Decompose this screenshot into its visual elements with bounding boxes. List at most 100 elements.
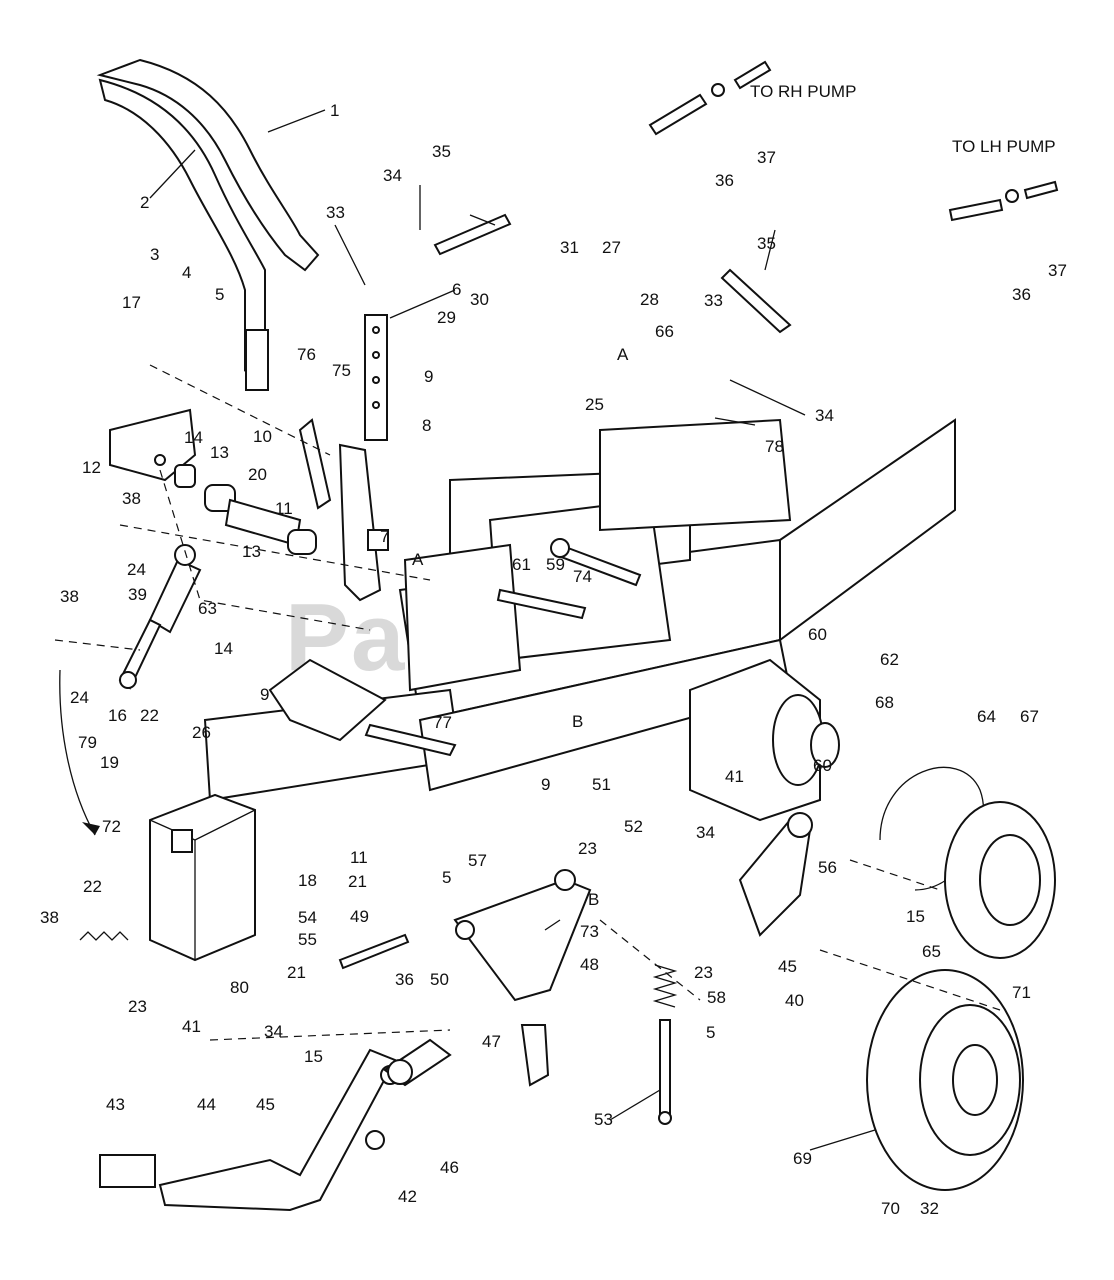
link-bar-6[interactable] bbox=[364, 314, 388, 441]
callout: 17 bbox=[122, 293, 141, 312]
callout: 55 bbox=[298, 930, 317, 949]
callout: 27 bbox=[602, 238, 621, 257]
callout: 23 bbox=[128, 997, 147, 1016]
arm-56[interactable] bbox=[738, 812, 813, 937]
lever-7[interactable] bbox=[338, 443, 389, 602]
callout: 44 bbox=[197, 1095, 216, 1114]
callout: 16 bbox=[108, 706, 127, 725]
callout: 60 bbox=[813, 756, 832, 775]
assembly-guide-lines bbox=[54, 364, 1001, 1041]
spring-58[interactable] bbox=[652, 964, 678, 1008]
callout: 33 bbox=[704, 291, 723, 310]
handle-bar-2[interactable] bbox=[98, 78, 269, 391]
callout: 36 bbox=[1012, 285, 1031, 304]
wheel-69[interactable] bbox=[866, 969, 1024, 1191]
callout: 29 bbox=[437, 308, 456, 327]
callout: 51 bbox=[592, 775, 611, 794]
callout: 41 bbox=[725, 767, 744, 786]
callout: 34 bbox=[383, 166, 402, 185]
callout: 69 bbox=[793, 1149, 812, 1168]
bolt-77[interactable] bbox=[364, 723, 457, 757]
hub-67[interactable] bbox=[944, 801, 1056, 959]
callout: 25 bbox=[585, 395, 604, 414]
rod-end-47[interactable] bbox=[520, 1024, 550, 1087]
callout: 71 bbox=[1012, 983, 1031, 1002]
callout: 36 bbox=[715, 171, 734, 190]
callout: 11 bbox=[275, 499, 293, 518]
callout: 76 bbox=[297, 345, 316, 364]
callout: 46 bbox=[440, 1158, 459, 1177]
bracket-57[interactable] bbox=[453, 869, 592, 1002]
callout: 50 bbox=[430, 970, 449, 989]
callout: 36 bbox=[395, 970, 414, 989]
spring-22[interactable] bbox=[79, 931, 129, 941]
callout: 33 bbox=[326, 203, 345, 222]
gas-spring-39[interactable] bbox=[118, 544, 202, 690]
callout: 14 bbox=[184, 428, 203, 447]
callout: 9 bbox=[260, 685, 269, 704]
clevis-46[interactable] bbox=[383, 1038, 452, 1087]
callout: 10 bbox=[253, 427, 272, 446]
ref-b-2: B bbox=[588, 890, 599, 909]
callout: 15 bbox=[906, 907, 925, 926]
callout: 75 bbox=[332, 361, 351, 380]
callout: 45 bbox=[778, 957, 797, 976]
callout: 12 bbox=[82, 458, 101, 477]
callout: 38 bbox=[60, 587, 79, 606]
bolts-59-61[interactable] bbox=[496, 538, 642, 620]
callout: 59 bbox=[546, 555, 565, 574]
callout: 38 bbox=[40, 908, 59, 927]
callout: 70 bbox=[881, 1199, 900, 1218]
callout: 35 bbox=[432, 142, 451, 161]
callout: 34 bbox=[815, 406, 834, 425]
hydro-unit-62[interactable] bbox=[689, 658, 840, 822]
callout: 74 bbox=[573, 567, 592, 586]
mount-plate-12[interactable] bbox=[109, 408, 197, 482]
callout: 24 bbox=[127, 560, 146, 579]
callout: 14 bbox=[214, 639, 233, 658]
callout: 15 bbox=[304, 1047, 323, 1066]
rod-49[interactable] bbox=[338, 933, 410, 970]
callout: 38 bbox=[122, 489, 141, 508]
ref-b-1: B bbox=[572, 712, 583, 731]
bushing-assembly[interactable] bbox=[174, 464, 317, 555]
callout: 7 bbox=[380, 527, 389, 546]
handle-bar-1[interactable] bbox=[96, 58, 320, 272]
callout: 23 bbox=[694, 963, 713, 982]
rod-35-right[interactable] bbox=[720, 268, 792, 334]
callout: 47 bbox=[482, 1032, 501, 1051]
callout: 63 bbox=[198, 599, 217, 618]
rh-pump-linkage bbox=[648, 60, 772, 136]
callout-numbers: 1 2 3 4 5 17 35 34 33 31 27 28 6 29 30 6… bbox=[40, 101, 1067, 1218]
callout: 52 bbox=[624, 817, 643, 836]
callout: 65 bbox=[922, 942, 941, 961]
callout: 24 bbox=[70, 688, 89, 707]
pedal-42[interactable] bbox=[158, 1048, 400, 1212]
plate-9[interactable] bbox=[268, 658, 387, 742]
callout: 79 bbox=[78, 733, 97, 752]
callout: 49 bbox=[350, 907, 369, 926]
callout: 41 bbox=[182, 1017, 201, 1036]
callout: 1 bbox=[330, 101, 339, 120]
callout: 13 bbox=[242, 542, 261, 561]
rod-35-left[interactable] bbox=[433, 213, 512, 256]
bracket-18[interactable] bbox=[149, 793, 256, 962]
callout: 64 bbox=[977, 707, 996, 726]
callout: 56 bbox=[818, 858, 837, 877]
callout: 35 bbox=[757, 234, 776, 253]
callout: 5 bbox=[215, 285, 224, 304]
callout: 19 bbox=[100, 753, 119, 772]
bracket-75[interactable] bbox=[298, 418, 332, 510]
callout: 34 bbox=[696, 823, 715, 842]
callout: 9 bbox=[541, 775, 550, 794]
ref-a-1: A bbox=[617, 345, 629, 364]
note-to-rh-pump: TO RH PUMP bbox=[750, 82, 856, 101]
callout: 11 bbox=[350, 848, 368, 867]
callout: 72 bbox=[102, 817, 121, 836]
callout: 68 bbox=[875, 693, 894, 712]
callout: 67 bbox=[1020, 707, 1039, 726]
callout: 80 bbox=[230, 978, 249, 997]
bolt-53[interactable] bbox=[658, 1019, 672, 1125]
pedal-pad-43[interactable] bbox=[99, 1154, 156, 1188]
callout: 34 bbox=[264, 1022, 283, 1041]
